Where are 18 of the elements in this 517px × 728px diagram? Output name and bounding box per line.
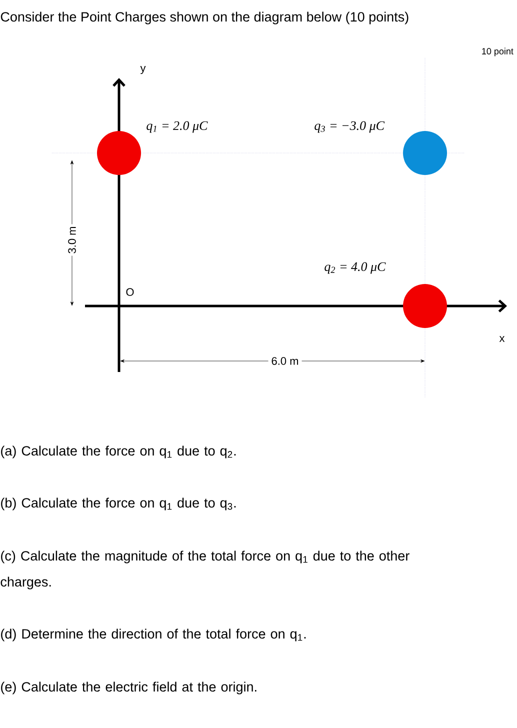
charge-label: q$_{1}$ = 2.0 μC xyxy=(146,121,208,133)
axis-label: x xyxy=(499,336,505,342)
question-text: (d) Determine the direction of the total force on q$_{1}$. xyxy=(1,628,306,642)
question-text: (c) Calculate the magnitude of the total force on q$_{1}$ due to the other charges. xyxy=(0,550,410,590)
dimension-label: 6.0 m xyxy=(268,354,302,368)
question-text: (e) Calculate the electric field at the origin. xyxy=(1,682,256,694)
charge-label: q$_{3}$ = −3.0 μC xyxy=(314,121,385,133)
charge-sphere xyxy=(403,284,447,328)
points-note: 10 point xyxy=(482,48,514,56)
charge-sphere xyxy=(97,131,141,175)
axis-label: y xyxy=(140,66,146,74)
question-text: (a) Calculate the force on q$_{1}$ due to q$_{2}$. xyxy=(1,446,236,458)
question-text: (b) Calculate the force on q$_{1}$ due to q$_{3}$. xyxy=(1,498,236,510)
origin-label: O xyxy=(126,288,134,296)
dimension-label: 3.0 m xyxy=(66,224,78,256)
charge-label: q$_{2}$ = 4.0 μC xyxy=(324,262,386,274)
charge-sphere xyxy=(403,131,447,175)
title: Consider the Point Charges shown on the diagram below (10 points) xyxy=(0,12,408,24)
